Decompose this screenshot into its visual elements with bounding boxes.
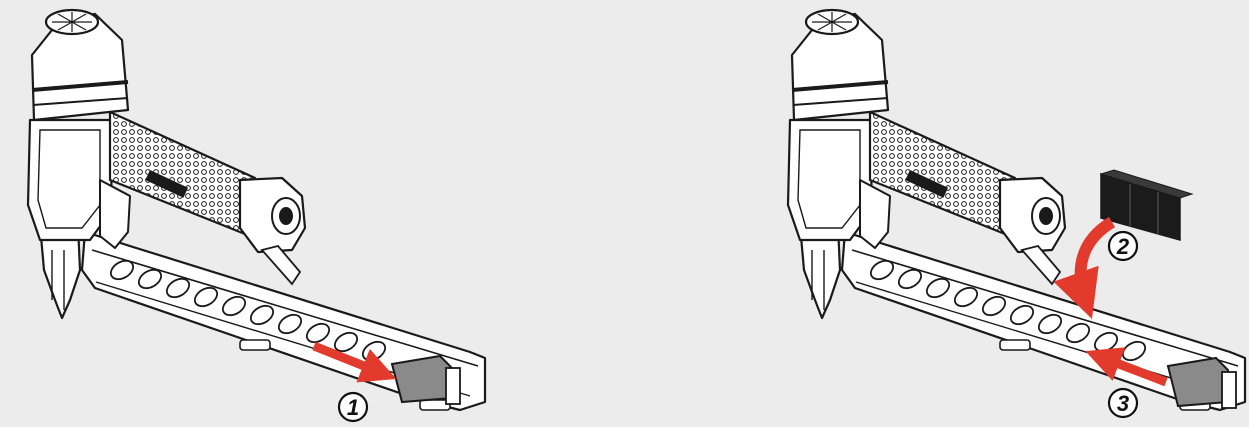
step-label-1-text: 1 — [347, 395, 359, 420]
stapler-drawing-left — [26, 8, 487, 412]
step-label-3-text: 3 — [1117, 391, 1129, 416]
arrow-step-3 — [1085, 347, 1168, 387]
panel-1: 1 — [26, 8, 487, 423]
panel-2 — [786, 8, 1247, 412]
step-label-1: 1 — [337, 391, 369, 423]
staple-strip — [1099, 169, 1194, 241]
step-label-2: 2 — [1107, 230, 1139, 262]
pusher-block-right — [1166, 356, 1237, 409]
step-label-2-text: 2 — [1116, 234, 1130, 259]
arrow-step-1 — [312, 341, 397, 383]
step-label-3: 3 — [1107, 387, 1139, 419]
arrow-step-2 — [1053, 216, 1116, 319]
pusher-block-left — [390, 354, 461, 405]
